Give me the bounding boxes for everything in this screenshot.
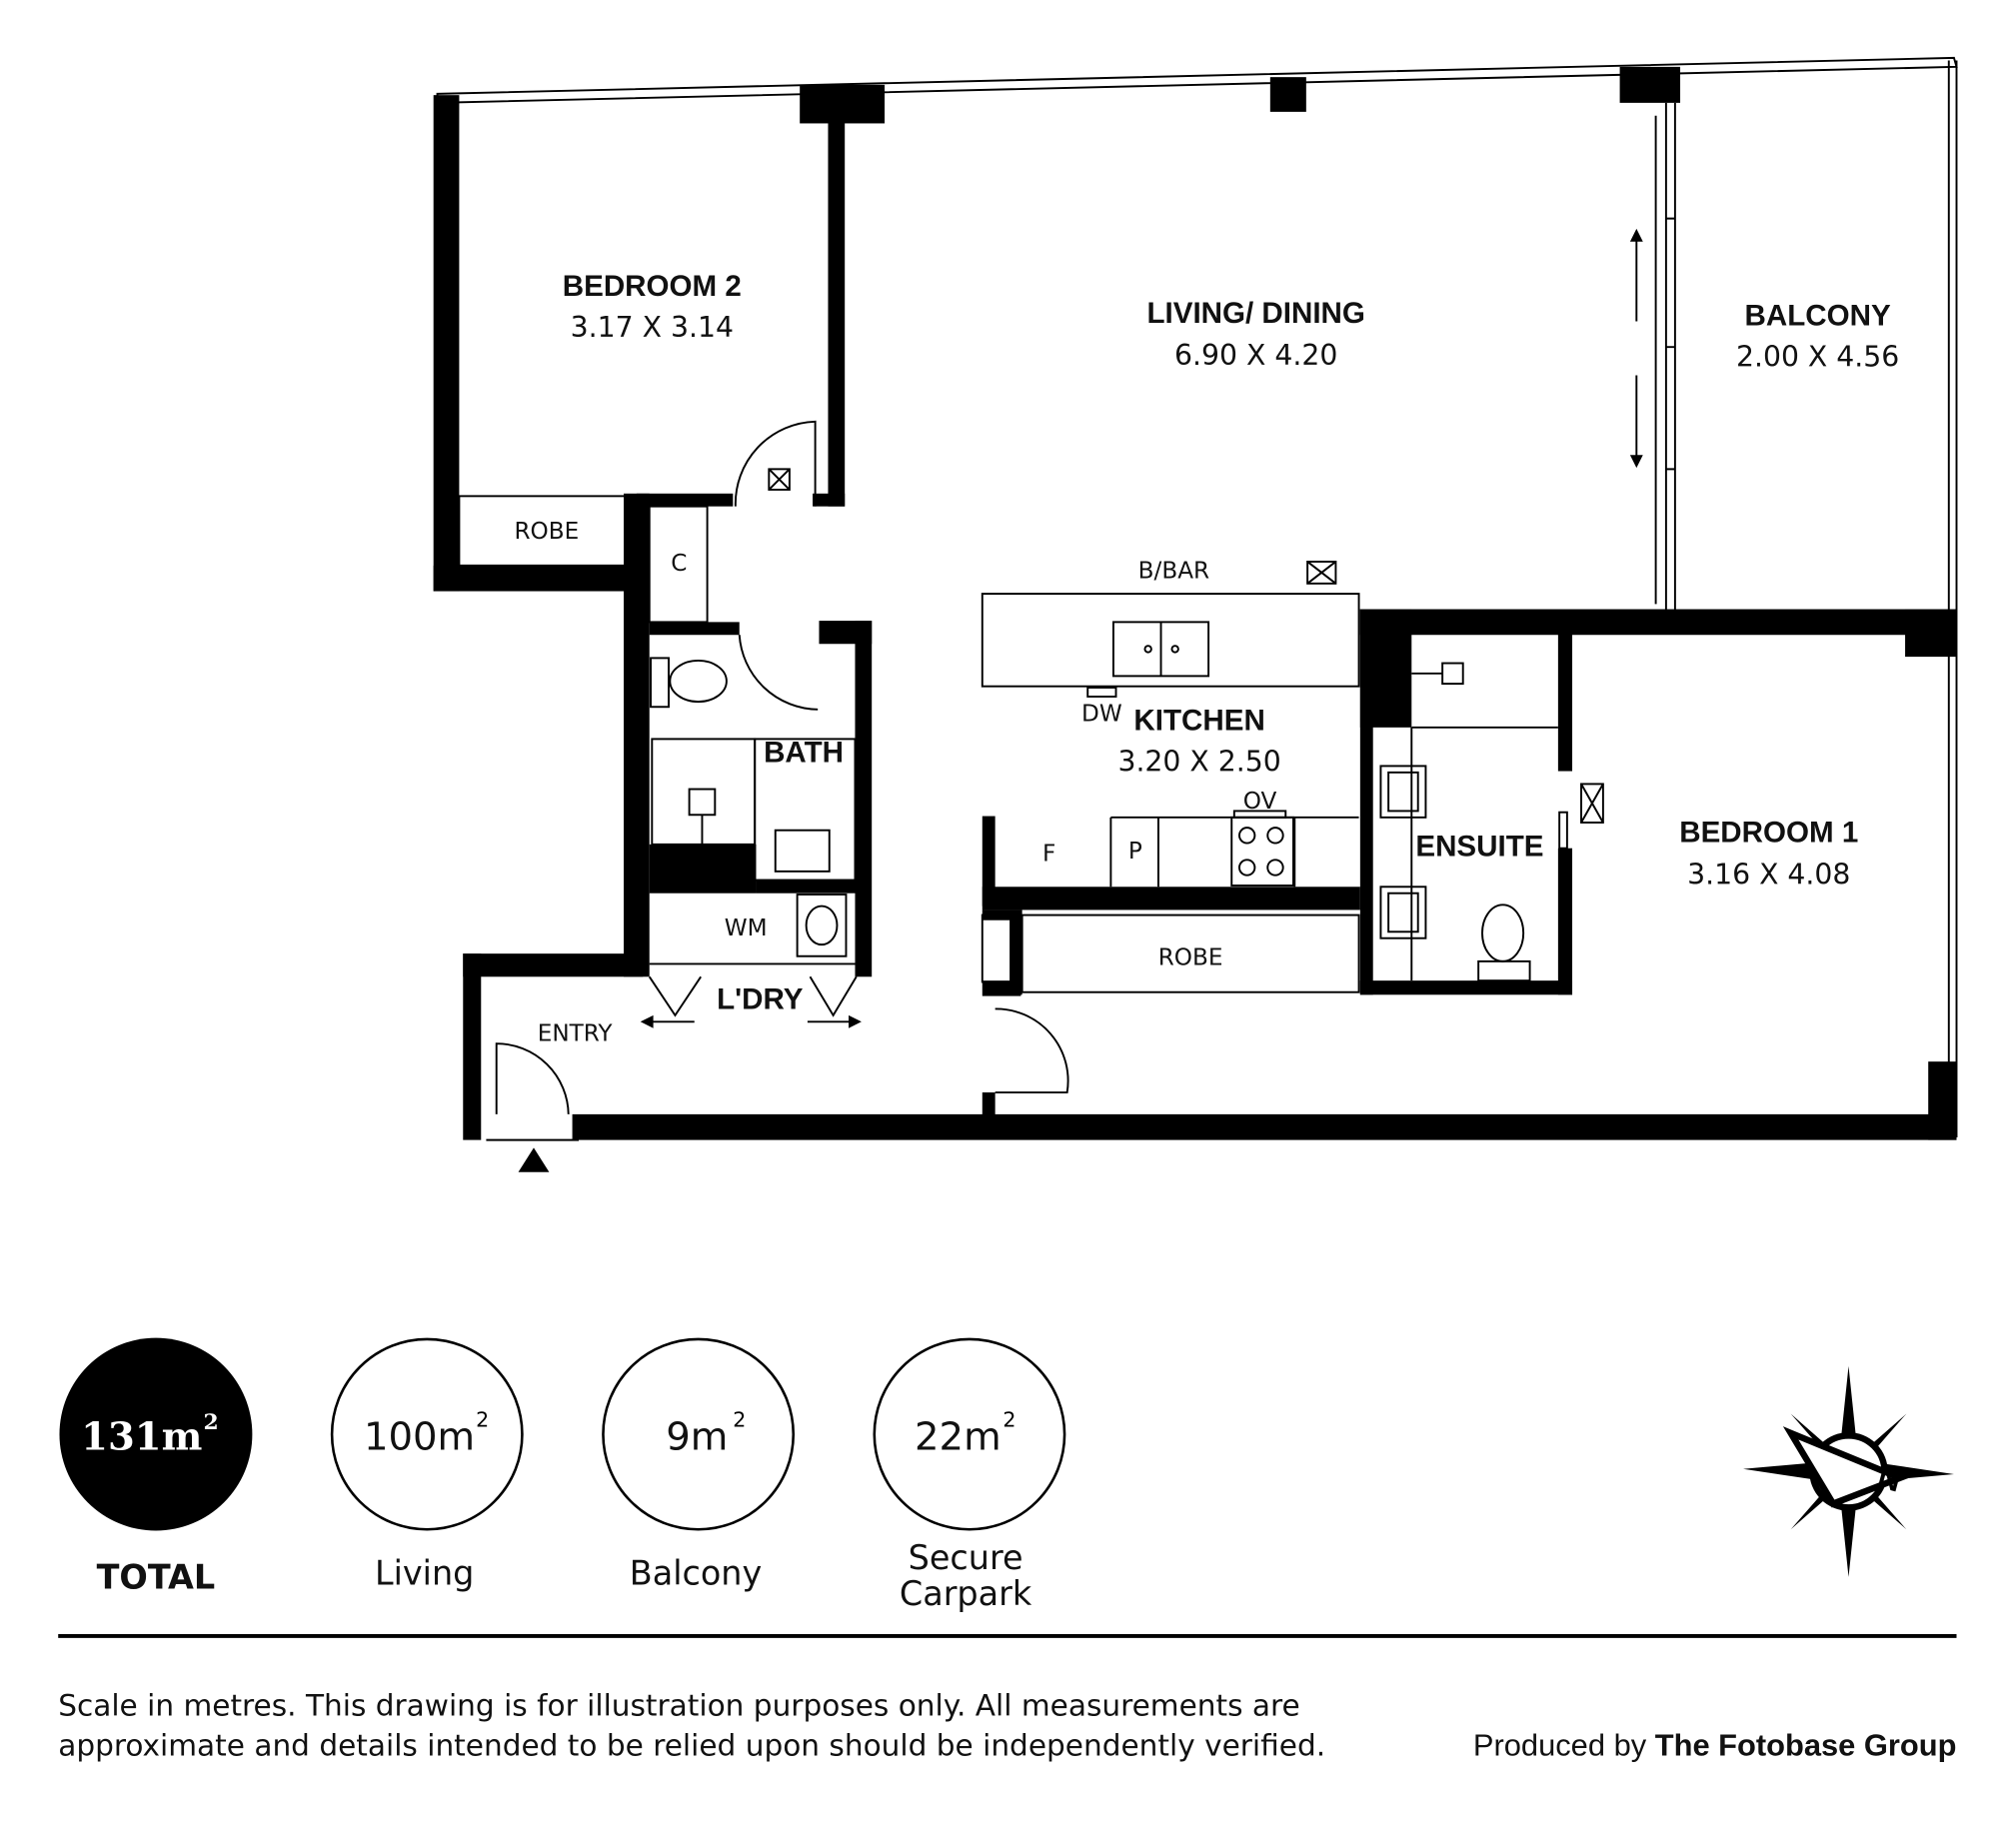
room-dims: 6.90 X 4.20 [1174,339,1337,372]
washing-machine-label: WM [725,915,768,941]
svg-text:2: 2 [476,1407,489,1431]
room-dims: 3.17 X 3.14 [571,311,734,344]
robe-label: ROBE [1158,945,1223,971]
svg-text:TOTAL: TOTAL [97,1557,216,1596]
room-name: ENSUITE [1415,830,1543,863]
svg-text:22m: 22m [915,1415,1002,1460]
area-carpark: 22m 2 Secure Carpark [873,1337,1066,1613]
area-living: 100m 2 Living [330,1337,524,1593]
svg-text:131m: 131m [81,1415,202,1460]
svg-text:Living: Living [375,1554,474,1593]
robe-label: ROBE [514,519,579,545]
entry-arrow-icon [518,1147,550,1172]
svg-text:Carpark: Carpark [900,1574,1032,1613]
svg-text:2: 2 [1003,1407,1015,1431]
room-name: L'DRY [717,982,804,1015]
room-dims: 2.00 X 4.56 [1736,340,1899,373]
svg-text:9m: 9m [666,1415,728,1460]
room-name: BEDROOM 2 [563,270,742,303]
room-dims: 3.16 X 4.08 [1687,859,1850,892]
svg-text:2: 2 [733,1407,746,1431]
svg-text:Balcony: Balcony [630,1554,762,1593]
walls [433,56,1958,1141]
room-name: KITCHEN [1133,704,1264,737]
fixtures [495,115,1675,1114]
fridge-label: F [1042,842,1055,868]
svg-text:100m: 100m [364,1415,475,1460]
area-total: 131m 2 TOTAL [59,1337,253,1596]
disclaimer-line-1: Scale in metres. This drawing is for ill… [58,1689,1300,1723]
room-dims: 3.20 X 2.50 [1117,746,1280,779]
disclaimer-line-2: approximate and details intended to be r… [58,1729,1325,1763]
room-name: LIVING/ DINING [1146,297,1364,330]
oven-label: OV [1243,789,1277,815]
room-name: BALCONY [1745,299,1891,332]
area-balcony: 9m 2 Balcony [602,1337,796,1593]
breakfast-bar-label: B/BAR [1138,559,1209,585]
svg-text:Secure: Secure [909,1538,1023,1577]
north-compass-icon: N [1743,1365,1954,1577]
cupboard-label: C [671,551,687,577]
room-name: BEDROOM 1 [1679,816,1858,849]
svg-text:2: 2 [204,1409,219,1435]
dishwasher-label: DW [1081,701,1122,727]
entry-label: ENTRY [538,1021,614,1047]
pantry-label: P [1128,839,1142,865]
producer-credit: Produced by The Fotobase Group [1473,1728,1957,1763]
room-name: BATH [764,737,844,770]
